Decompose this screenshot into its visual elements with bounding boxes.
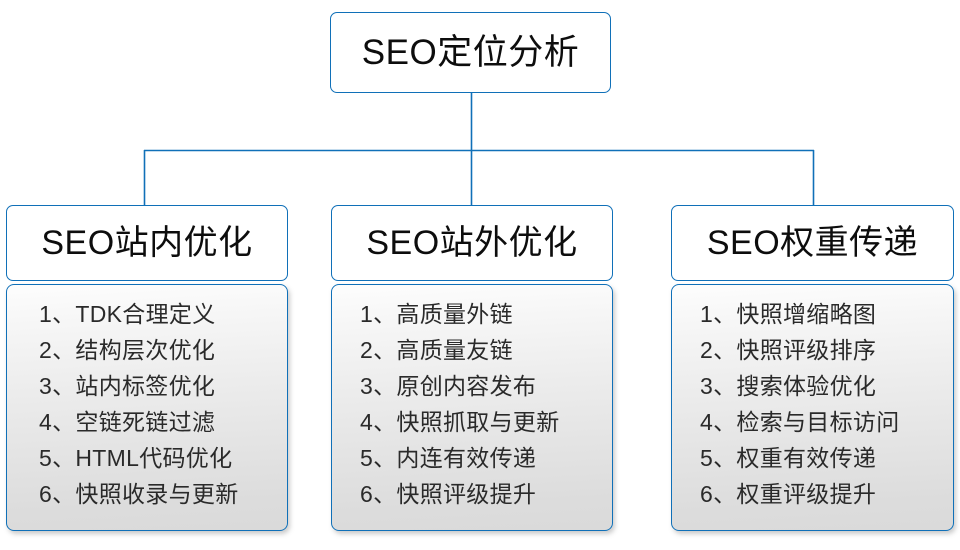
list-item: 3、站内标签优化 bbox=[39, 373, 216, 399]
list-item: 1、高质量外链 bbox=[360, 301, 513, 327]
branch-2-body: 1、高质量外链 2、高质量友链 3、原创内容发布 4、快照抓取与更新 5、内连有… bbox=[331, 284, 613, 531]
branch-3-body: 1、快照增缩略图 2、快照评级排序 3、搜索体验优化 4、检索与目标访问 5、权… bbox=[671, 284, 954, 531]
branch-2-item-list: 1、高质量外链 2、高质量友链 3、原创内容发布 4、快照抓取与更新 5、内连有… bbox=[332, 296, 612, 512]
list-item: 3、原创内容发布 bbox=[360, 373, 537, 399]
root-node-label: SEO定位分析 bbox=[361, 33, 580, 72]
list-item: 6、快照收录与更新 bbox=[39, 481, 239, 507]
root-node[interactable]: SEO定位分析 bbox=[330, 12, 611, 93]
branch-3-item-list: 1、快照增缩略图 2、快照评级排序 3、搜索体验优化 4、检索与目标访问 5、权… bbox=[672, 296, 953, 512]
branch-2-header-label: SEO站外优化 bbox=[366, 224, 578, 262]
list-item: 3、搜索体验优化 bbox=[700, 373, 877, 399]
list-item: 6、快照评级提升 bbox=[360, 481, 537, 507]
branch-1-header[interactable]: SEO站内优化 bbox=[6, 205, 288, 281]
branch-3-header-label: SEO权重传递 bbox=[706, 224, 919, 262]
list-item: 2、结构层次优化 bbox=[39, 337, 216, 363]
list-item: 1、快照增缩略图 bbox=[700, 301, 877, 327]
list-item: 2、快照评级排序 bbox=[700, 337, 877, 363]
branch-column-1: SEO站内优化 1、TDK合理定义 2、结构层次优化 3、站内标签优化 4、空链… bbox=[6, 205, 288, 531]
branch-3-header[interactable]: SEO权重传递 bbox=[671, 205, 954, 281]
branch-column-3: SEO权重传递 1、快照增缩略图 2、快照评级排序 3、搜索体验优化 4、检索与… bbox=[671, 205, 954, 531]
list-item: 4、快照抓取与更新 bbox=[360, 409, 560, 435]
list-item: 6、权重评级提升 bbox=[700, 481, 877, 507]
list-item: 4、检索与目标访问 bbox=[700, 409, 900, 435]
list-item: 5、内连有效传递 bbox=[360, 445, 537, 471]
branch-1-body: 1、TDK合理定义 2、结构层次优化 3、站内标签优化 4、空链死链过滤 5、H… bbox=[6, 284, 288, 531]
branch-1-item-list: 1、TDK合理定义 2、结构层次优化 3、站内标签优化 4、空链死链过滤 5、H… bbox=[7, 296, 287, 512]
list-item: 5、HTML代码优化 bbox=[39, 445, 233, 471]
list-item: 1、TDK合理定义 bbox=[39, 301, 216, 327]
branch-2-header[interactable]: SEO站外优化 bbox=[331, 205, 613, 281]
list-item: 2、高质量友链 bbox=[360, 337, 513, 363]
branch-column-2: SEO站外优化 1、高质量外链 2、高质量友链 3、原创内容发布 4、快照抓取与… bbox=[331, 205, 613, 531]
list-item: 5、权重有效传递 bbox=[700, 445, 877, 471]
list-item: 4、空链死链过滤 bbox=[39, 409, 216, 435]
branch-1-header-label: SEO站内优化 bbox=[41, 224, 253, 262]
